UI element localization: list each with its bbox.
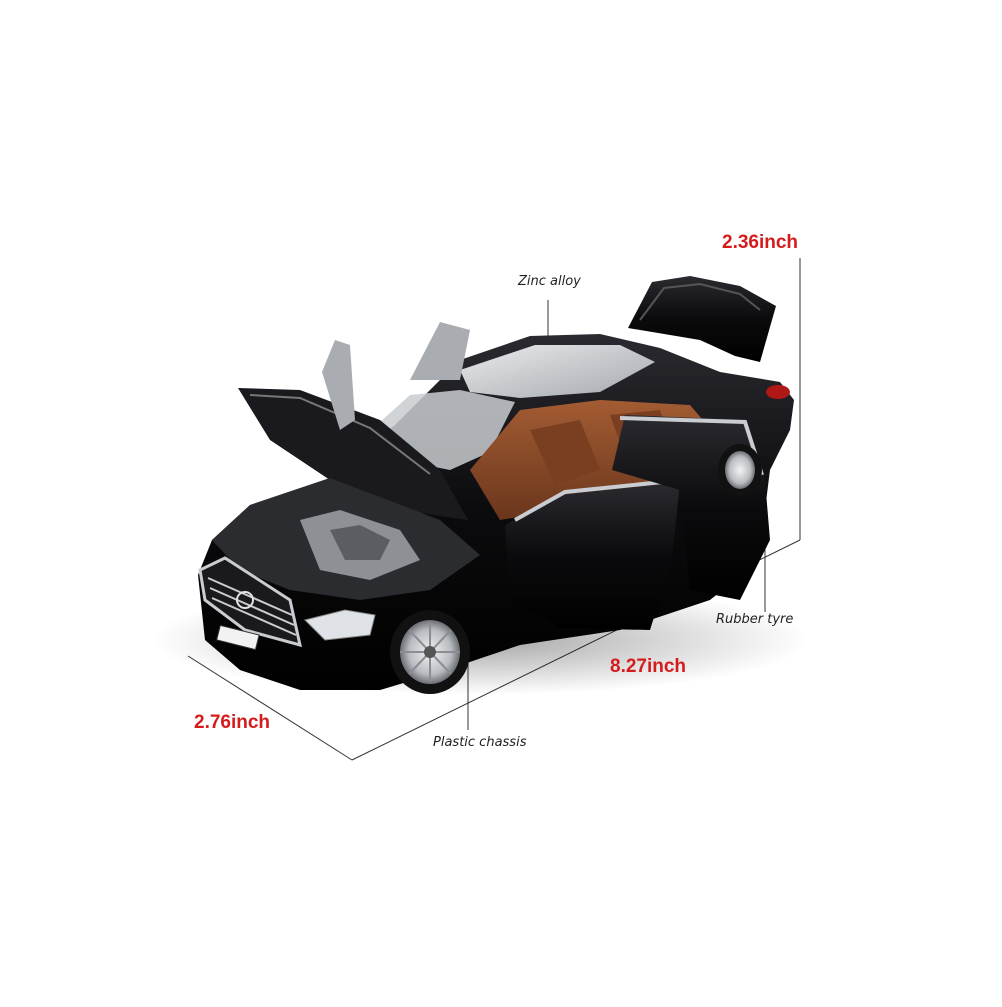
callout-plastic-chassis: Plastic chassis (433, 735, 527, 750)
sunroof (460, 345, 655, 398)
logo-icon (236, 591, 254, 609)
headlight (304, 609, 376, 641)
engine-bay (212, 478, 480, 600)
license-plate (216, 624, 260, 651)
dimension-height: 2.36inch (722, 232, 799, 253)
front-grille (198, 556, 303, 648)
front-door-open (505, 478, 683, 630)
callout-rubber-tyre: Rubber tyre (716, 612, 794, 627)
dimension-width: 2.76inch (194, 712, 271, 733)
dimension-length: 8.27inch (610, 656, 687, 677)
front-wheel (390, 610, 470, 694)
tail-light (766, 385, 790, 399)
upper-door-open (322, 322, 470, 430)
trunk-lid (628, 276, 776, 362)
rear-wheel (718, 444, 762, 496)
callout-zinc-alloy: Zinc alloy (518, 274, 581, 289)
